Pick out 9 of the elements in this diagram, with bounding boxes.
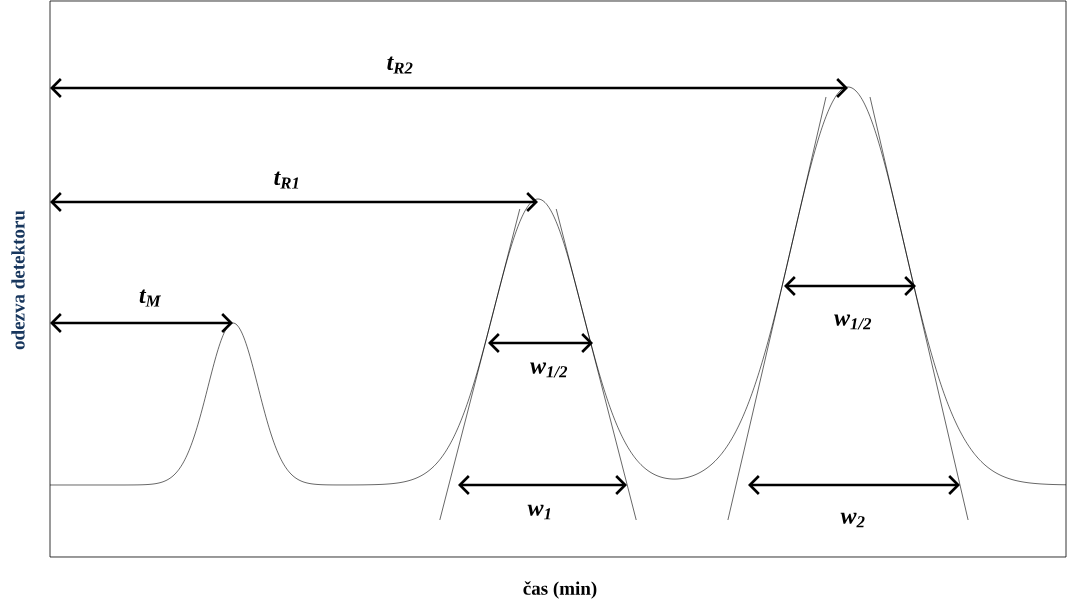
axis-label: čas (min) bbox=[523, 581, 597, 599]
dimension-label: w$_{2}$ bbox=[840, 512, 865, 528]
dimension-label: w$_{1}$ bbox=[527, 504, 551, 520]
dimension-label: t$_{R1}$ bbox=[274, 171, 299, 189]
dimension-label: w$_{1/2}$ bbox=[834, 314, 872, 330]
dimension-label: w$_{1/2}$ bbox=[530, 362, 568, 378]
axis-label: odezva detektoru bbox=[11, 210, 25, 350]
dimension-label: t$_{R2}$ bbox=[387, 56, 413, 74]
dimension-label: t$_{M}$ bbox=[139, 289, 162, 307]
